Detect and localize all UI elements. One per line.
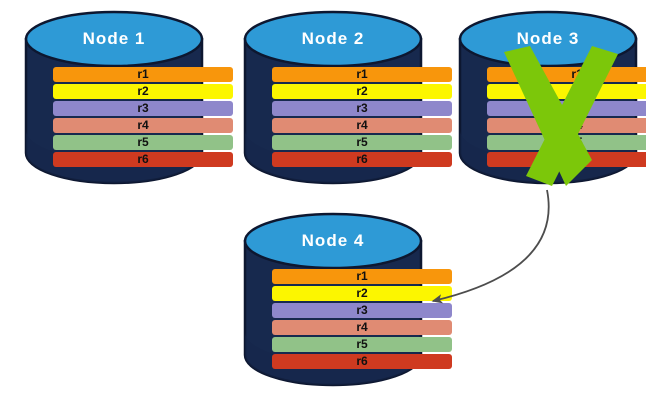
row-r4[interactable]: r4 (53, 118, 233, 133)
node-rows-2: r1 r2 r3 r4 r5 r6 (243, 67, 481, 167)
row-r2[interactable]: r2 (272, 84, 452, 99)
row-r2[interactable]: r2 (53, 84, 233, 99)
node-rows-1: r1 r2 r3 r4 r5 r6 (24, 67, 262, 167)
row-r2[interactable]: r2 (272, 286, 452, 301)
row-r6[interactable]: r6 (53, 152, 233, 167)
row-r3[interactable]: r3 (487, 101, 646, 116)
row-r5[interactable]: r5 (272, 135, 452, 150)
row-r3[interactable]: r3 (272, 303, 452, 318)
row-r1[interactable]: r1 (272, 269, 452, 284)
node-cylinder-4[interactable]: Node 4 r1 r2 r3 r4 r5 r6 (243, 212, 452, 390)
row-r6[interactable]: r6 (272, 152, 452, 167)
node-cylinder-1[interactable]: Node 1 r1 r2 r3 r4 r5 r6 (24, 10, 233, 188)
node-rows-3: r1 r2 r3 r4 r5 r6 (458, 67, 646, 167)
row-r5[interactable]: r5 (487, 135, 646, 150)
row-r5[interactable]: r5 (53, 135, 233, 150)
row-r4[interactable]: r4 (272, 118, 452, 133)
row-r6[interactable]: r6 (487, 152, 646, 167)
row-r3[interactable]: r3 (272, 101, 452, 116)
node-rows-4: r1 r2 r3 r4 r5 r6 (243, 269, 481, 369)
row-r1[interactable]: r1 (272, 67, 452, 82)
row-r1[interactable]: r1 (487, 67, 646, 82)
row-r5[interactable]: r5 (272, 337, 452, 352)
row-r4[interactable]: r4 (272, 320, 452, 335)
row-r1[interactable]: r1 (53, 67, 233, 82)
row-r6[interactable]: r6 (272, 354, 452, 369)
node-cylinder-3[interactable]: Node 3 r1 r2 r3 r4 r5 r6 (458, 10, 646, 188)
row-r2[interactable]: r2 (487, 84, 646, 99)
node-cylinder-2[interactable]: Node 2 r1 r2 r3 r4 r5 r6 (243, 10, 452, 188)
row-r3[interactable]: r3 (53, 101, 233, 116)
row-r4[interactable]: r4 (487, 118, 646, 133)
